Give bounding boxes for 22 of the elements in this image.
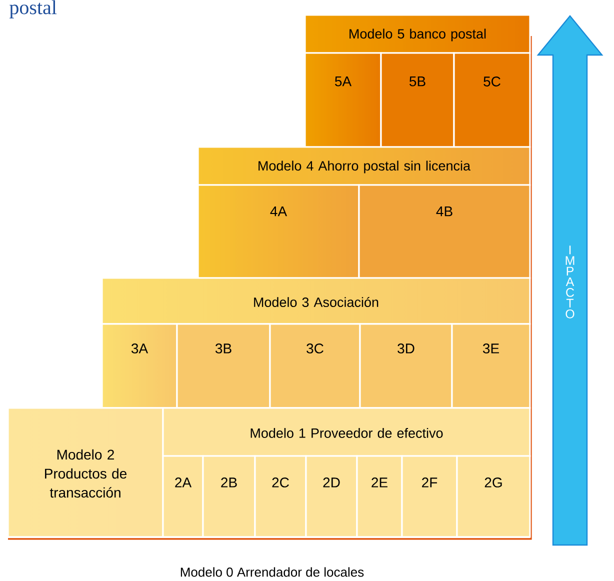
model-box: Modelo 2 Productos de transacción	[7, 407, 164, 538]
model-cell: 4A	[197, 184, 360, 279]
model-cell: 3A	[101, 323, 178, 409]
model-cell: 3B	[176, 323, 271, 409]
model-cell: 2D	[305, 455, 358, 538]
model-cell: 5B	[380, 52, 455, 148]
model-band: Modelo 4 Ahorro postal sin licencia	[197, 146, 531, 186]
model-band: Modelo 5 banco postal	[304, 14, 531, 54]
model-cell: 2A	[162, 455, 204, 538]
model-cell: 3E	[451, 323, 531, 409]
title-text: postal	[10, 0, 57, 18]
model-cell: 5A	[304, 52, 382, 148]
model-cell: 2B	[202, 455, 256, 538]
model-cell: 2E	[356, 455, 403, 538]
model-cell: 2F	[401, 455, 458, 538]
caption-text: Modelo 0 Arrendador de locales	[180, 567, 364, 577]
model-cell: 4B	[358, 184, 531, 279]
model-cell: 2C	[254, 455, 307, 538]
model-cell: 5C	[453, 52, 531, 148]
model-cell: 3C	[269, 323, 361, 409]
model-cell: 3D	[359, 323, 453, 409]
model-cell: 2G	[456, 455, 531, 538]
